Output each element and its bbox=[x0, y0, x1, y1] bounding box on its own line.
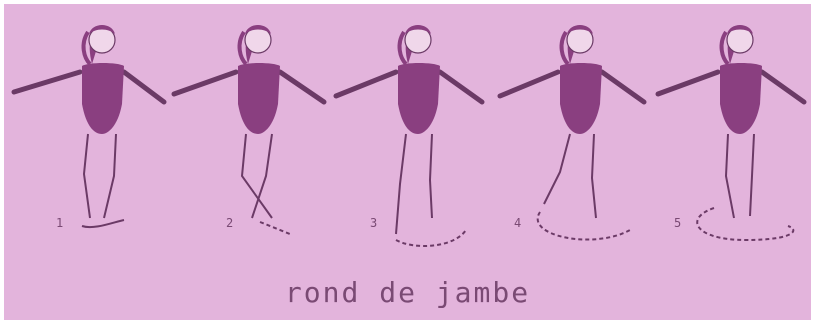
step-number-2: 2 bbox=[226, 216, 233, 230]
step-number-1: 1 bbox=[56, 216, 63, 230]
dancer-5 bbox=[658, 25, 804, 240]
dancer-4 bbox=[500, 25, 644, 240]
step-number-4: 4 bbox=[514, 216, 521, 230]
illustration-panel: 1 2 3 4 5 rond de jambe bbox=[4, 4, 811, 320]
dancer-1 bbox=[14, 25, 164, 227]
step-number-3: 3 bbox=[370, 216, 377, 230]
step-number-5: 5 bbox=[674, 216, 681, 230]
dancer-3 bbox=[336, 25, 482, 246]
ballet-illustration bbox=[4, 4, 811, 320]
caption-title: rond de jambe bbox=[4, 276, 811, 309]
dancer-2 bbox=[174, 25, 324, 234]
